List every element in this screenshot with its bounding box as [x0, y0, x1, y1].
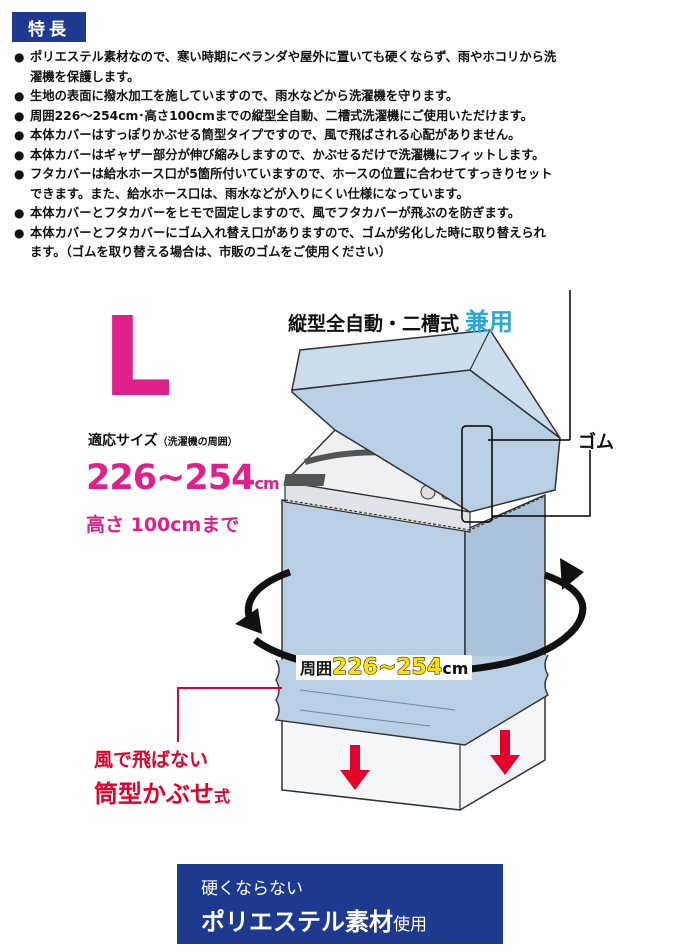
bullet-icon: ● [14, 128, 25, 142]
features-badge: 特長 [12, 12, 86, 42]
fit-size-label: 適応サイズ（洗濯機の周囲） [88, 433, 238, 449]
feature-item: ● ポリエステル素材なので、寒い時期にベランダや屋外に置いても硬くならず、雨やホコ… [14, 48, 670, 87]
feature-item: ● 周囲226～254cm･高さ100cmまでの縦型全自動、二槽式洗濯機にご使用い… [14, 107, 670, 127]
feature-text: ポリエステル素材なので、寒い時期にベランダや屋外に置いても硬くならず、雨やホコリ… [30, 50, 557, 64]
feature-text: 本体カバーはギャザー部分が伸び縮みしますので、かぶせるだけで洗濯機にフィットしま… [30, 147, 545, 162]
wind-pointer [177, 687, 282, 742]
bullet-icon: ● [14, 206, 25, 220]
feature-text: 本体カバーとフタカバーにゴム入れ替え口がありますので、ゴムが劣化した時に取り替え… [30, 225, 546, 240]
gomu-pointer [488, 290, 571, 441]
washer-type-label: 縦型全自動・二槽式兼用 [288, 308, 514, 336]
feature-item: ● 本体カバーとフタカバーにゴム入れ替え口がありますので、ゴムが劣化した時に取り替… [14, 224, 670, 263]
wind-tagline-suffix: 式 [214, 787, 231, 806]
size-letter: L [102, 293, 173, 421]
circumference-value: 226~254 [332, 655, 443, 681]
bullet-icon: ● [14, 147, 25, 162]
gomu-label: ゴム [578, 432, 614, 453]
footer-line2: ポリエステル素材使用 [201, 907, 427, 936]
circumference-label: 周囲226~254cm [296, 655, 473, 681]
feature-item: ● 生地の表面に撥水加工を施していますので、雨水などから洗濯機を守ります。 [14, 87, 670, 107]
circumference-unit: cm [442, 659, 469, 678]
bullet-icon: ● [14, 50, 25, 64]
feature-text: 本体カバーはすっぽりかぶせる筒型タイプですので、風で飛ばされる心配がありません。 [30, 128, 521, 142]
down-arrow-icon [340, 745, 370, 790]
features-list: ● ポリエステル素材なので、寒い時期にベランダや屋外に置いても硬くならず、雨やホコ… [14, 48, 670, 263]
wind-tagline-line2: 筒型かぶせ式 [94, 780, 231, 808]
feature-text: 周囲226～254cm･高さ100cmまでの縦型全自動、二槽式洗濯機にご使用いた… [30, 108, 534, 123]
gomu-callout-box [461, 425, 493, 523]
feature-item: ● 本体カバーはすっぽりかぶせる筒型タイプですので、風で飛ばされる心配がありません… [14, 126, 670, 146]
footer-line2-suffix: 使用 [393, 915, 427, 935]
feature-text-cont: ます。（ゴムを取り替える場合は、市販のゴムをご使用ください） [30, 245, 392, 259]
footer-banner: 硬くならない ポリエステル素材使用 [177, 864, 503, 944]
fit-size-range: 226~254cm [86, 458, 280, 498]
footer-line1: 硬くならない [201, 879, 303, 899]
feature-text: 本体カバーとフタカバーをヒモで固定しますので、風でフタカバーが飛ぶのを防ぎます。 [30, 206, 521, 220]
fit-height: 高さ 100cmまで [86, 514, 240, 536]
bullet-icon: ● [14, 225, 25, 240]
bullet-icon: ● [14, 167, 25, 181]
feature-text: 生地の表面に撥水加工を施していますので、雨水などから洗濯機を守ります。 [30, 89, 459, 103]
feature-text-cont: 濯機を保護します。 [30, 69, 140, 84]
feature-item: ● 本体カバーとフタカバーをヒモで固定しますので、風でフタカバーが飛ぶのを防ぎます… [14, 204, 670, 224]
feature-text-cont: できます。また、給水ホース口は、雨水などが入りにくい仕様になっています。 [30, 186, 469, 201]
bullet-icon: ● [14, 89, 25, 103]
feature-item: ● フタカバーは給水ホース口が5箇所付いていますので、ホースの位置に合わせてすっき… [14, 165, 670, 204]
feature-item: ● 本体カバーはギャザー部分が伸び縮みしますので、かぶせるだけで洗濯機にフィットし… [14, 146, 670, 166]
fit-size-unit: cm [254, 474, 279, 493]
type-accent: 兼用 [465, 308, 514, 336]
fit-size-note: （洗濯機の周囲） [157, 437, 238, 448]
wind-tagline-line1: 風で飛ばない [94, 749, 209, 771]
down-arrow-icon [490, 730, 520, 775]
feature-text: フタカバーは給水ホース口が5箇所付いていますので、ホースの位置に合わせてすっきり… [30, 167, 553, 181]
bullet-icon: ● [14, 108, 25, 123]
